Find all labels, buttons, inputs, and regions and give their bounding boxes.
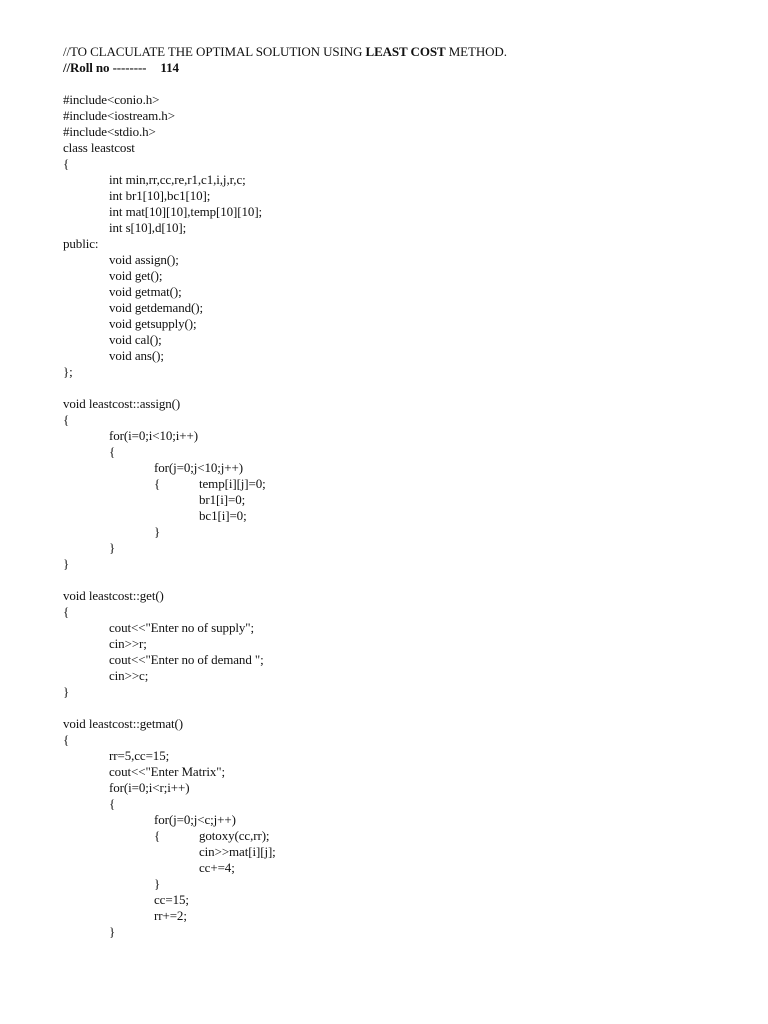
code-line: cout<<"Enter no of supply"; bbox=[109, 620, 254, 635]
code-line: void getdemand(); bbox=[109, 300, 203, 315]
title-bold: LEAST COST bbox=[365, 44, 446, 59]
code-line: int mat[10][10],temp[10][10]; bbox=[109, 204, 263, 219]
code-line: cc=15; bbox=[154, 892, 189, 907]
code-line: cin>>mat[i][j]; bbox=[199, 844, 276, 859]
code-line: void ans(); bbox=[109, 348, 164, 363]
code-line: cout<<"Enter Matrix"; bbox=[109, 764, 225, 779]
code-line: } bbox=[109, 540, 116, 555]
class-declaration: class leastcost bbox=[63, 140, 135, 155]
code-line: gotoxy(cc,rr); bbox=[199, 828, 270, 843]
title-suffix: METHOD. bbox=[445, 44, 507, 59]
include-line: #include<iostream.h> bbox=[63, 108, 175, 123]
code-line: { bbox=[63, 732, 70, 747]
code-line: { bbox=[109, 444, 116, 459]
code-line: } bbox=[154, 876, 161, 891]
include-line: #include<stdio.h> bbox=[63, 124, 156, 139]
title-prefix: //TO CLACULATE THE OPTIMAL SOLUTION USIN… bbox=[63, 44, 366, 59]
code-line: } bbox=[109, 924, 116, 939]
code-line: int min,rr,cc,re,r1,c1,i,j,r,c; bbox=[109, 172, 246, 187]
code-line: for(i=0;i<10;i++) bbox=[109, 428, 199, 443]
code-line: cin>>c; bbox=[109, 668, 149, 683]
code-line: { bbox=[63, 412, 70, 427]
roll-number-line: //Roll no -------- 114 bbox=[63, 60, 179, 76]
code-line: { bbox=[154, 476, 161, 491]
code-line: } bbox=[63, 556, 70, 571]
code-line: } bbox=[154, 524, 161, 539]
function-signature: void leastcost::assign() bbox=[63, 396, 181, 411]
document-title: //TO CLACULATE THE OPTIMAL SOLUTION USIN… bbox=[63, 44, 507, 60]
code-line: br1[i]=0; bbox=[199, 492, 246, 507]
code-line: { bbox=[63, 156, 70, 171]
roll-label: //Roll no -------- bbox=[63, 60, 147, 75]
code-line: int br1[10],bc1[10]; bbox=[109, 188, 211, 203]
code-line: cout<<"Enter no of demand "; bbox=[109, 652, 264, 667]
code-line: for(i=0;i<r;i++) bbox=[109, 780, 190, 795]
code-line: { bbox=[109, 796, 116, 811]
code-line: void assign(); bbox=[109, 252, 179, 267]
code-line: { bbox=[154, 828, 161, 843]
code-line: rr+=2; bbox=[154, 908, 187, 923]
roll-number: 114 bbox=[160, 60, 179, 75]
code-line: void cal(); bbox=[109, 332, 162, 347]
code-line: cc+=4; bbox=[199, 860, 235, 875]
code-line: cin>>r; bbox=[109, 636, 147, 651]
code-line: rr=5,cc=15; bbox=[109, 748, 170, 763]
code-line: }; bbox=[63, 364, 73, 379]
code-line: bc1[i]=0; bbox=[199, 508, 247, 523]
code-line: int s[10],d[10]; bbox=[109, 220, 187, 235]
code-line: void getmat(); bbox=[109, 284, 182, 299]
code-line: for(j=0;j<c;j++) bbox=[154, 812, 236, 827]
include-line: #include<conio.h> bbox=[63, 92, 160, 107]
code-line: temp[i][j]=0; bbox=[199, 476, 266, 491]
code-line: void get(); bbox=[109, 268, 163, 283]
code-line: public: bbox=[63, 236, 99, 251]
code-line: } bbox=[63, 684, 70, 699]
function-signature: void leastcost::getmat() bbox=[63, 716, 183, 731]
code-line: void getsupply(); bbox=[109, 316, 197, 331]
function-signature: void leastcost::get() bbox=[63, 588, 164, 603]
code-line: for(j=0;j<10;j++) bbox=[154, 460, 244, 475]
code-line: { bbox=[63, 604, 70, 619]
